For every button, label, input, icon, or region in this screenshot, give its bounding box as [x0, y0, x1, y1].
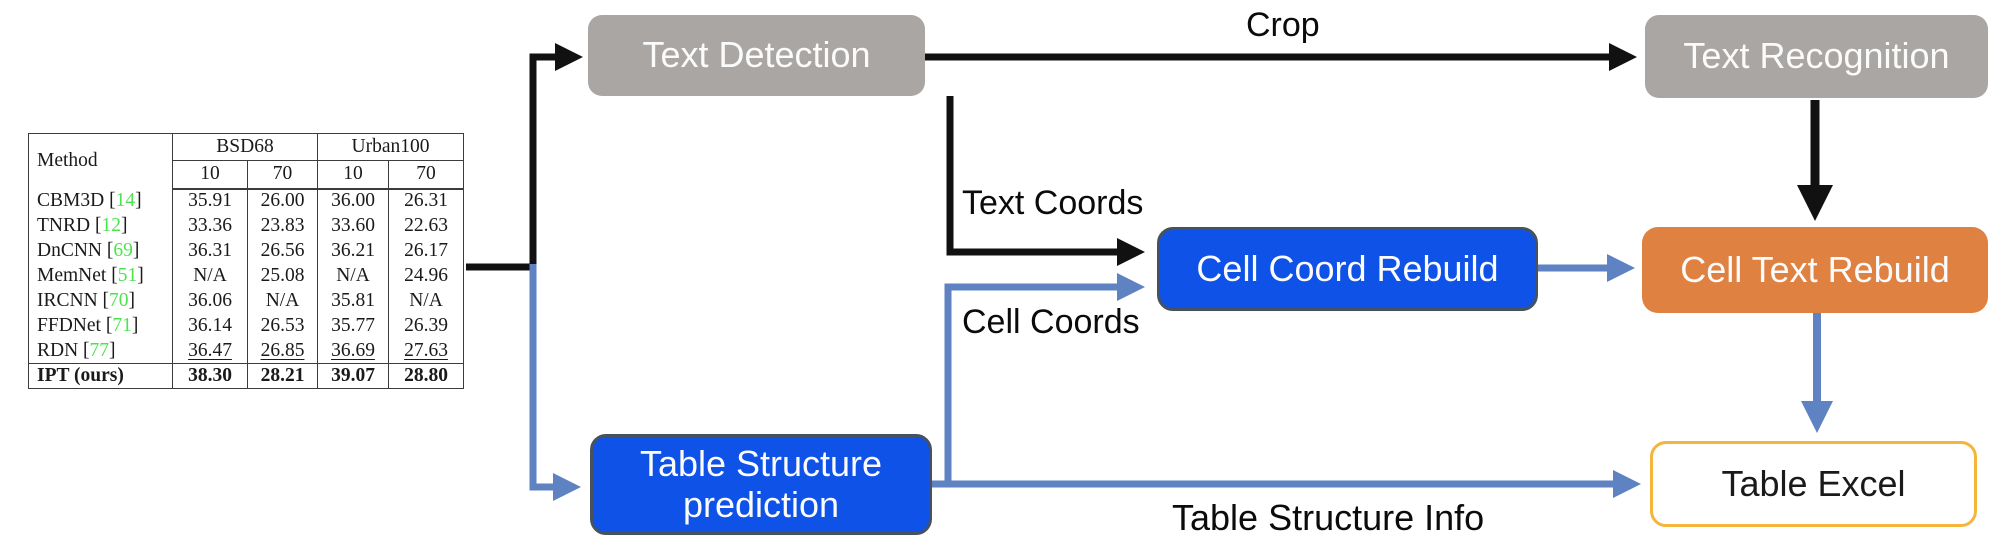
value-cell: N/A: [172, 263, 248, 289]
method-cell: MemNet [51]: [28, 263, 173, 289]
value-cell: 26.39: [388, 313, 464, 339]
value-cell: 36.31: [172, 238, 248, 264]
arrow-table-to-structure-prediction: [529, 264, 581, 501]
table-structure-prediction-box: Table Structure prediction: [590, 434, 932, 535]
value-cell: 33.36: [172, 213, 248, 239]
value-cell: 28.21: [247, 363, 318, 389]
value-cell: 36.00: [317, 188, 389, 214]
text-recognition-label: Text Recognition: [1683, 35, 1950, 77]
value-cell: 35.77: [317, 313, 389, 339]
method-cell: DnCNN [69]: [28, 238, 173, 264]
subheader-cell: 70: [247, 160, 318, 190]
cell-coord-rebuild-box: Cell Coord Rebuild: [1157, 227, 1538, 311]
table-header-row: Method BSD68 Urban100: [28, 133, 464, 189]
value-cell: 35.81: [317, 288, 389, 314]
arrow-text-coords: [946, 96, 1145, 266]
value-cell: 26.53: [247, 313, 318, 339]
cell-coord-rebuild-label: Cell Coord Rebuild: [1196, 247, 1499, 289]
value-cell: 22.63: [388, 213, 464, 239]
subheader-cell: 10: [317, 160, 389, 190]
value-cell: 26.56: [247, 238, 318, 264]
table-subheader-row: 10 70 10 70: [29, 160, 464, 190]
value-cell: 24.96: [388, 263, 464, 289]
subheader-cell: 10: [172, 160, 248, 190]
table-structure-info-edge-label: Table Structure Info: [1172, 497, 1485, 538]
citation-ref: 70: [109, 289, 129, 311]
value-cell: 39.07: [317, 363, 389, 389]
value-cell: 36.14: [172, 313, 248, 339]
method-cell: TNRD [12]: [28, 213, 173, 239]
subheader-cell: 70: [388, 160, 464, 190]
value-cell: 27.63: [388, 338, 464, 364]
results-table: Method BSD68 Urban100 10 70 10 70 CBM3D …: [28, 133, 464, 389]
citation-ref: 12: [101, 214, 121, 236]
value-cell: 23.83: [247, 213, 318, 239]
value-cell: 33.60: [317, 213, 389, 239]
value-cell: 36.06: [172, 288, 248, 314]
method-cell: RDN [77]: [28, 338, 173, 364]
citation-ref: 14: [115, 189, 136, 211]
value-cell: 26.85: [247, 338, 318, 364]
table-excel-box: Table Excel: [1650, 441, 1977, 527]
value-cell: 25.08: [247, 263, 318, 289]
value-cell: 38.30: [172, 363, 248, 389]
value-cell: N/A: [247, 288, 318, 314]
cell-coords-edge-label: Cell Coords: [962, 303, 1140, 341]
value-cell: N/A: [388, 288, 464, 314]
cell-text-rebuild-label: Cell Text Rebuild: [1680, 248, 1950, 290]
citation-ref: 77: [89, 339, 110, 361]
method-cell: IPT (ours): [28, 363, 173, 389]
value-cell: 35.91: [172, 188, 248, 214]
value-cell: 36.47: [172, 338, 248, 364]
value-cell: 26.17: [388, 238, 464, 264]
header-method: Method: [28, 133, 173, 189]
table-structure-prediction-label: Table Structure prediction: [639, 443, 883, 525]
text-recognition-box: Text Recognition: [1645, 15, 1988, 98]
method-cell: FFDNet [71]: [28, 313, 173, 339]
cell-text-rebuild-box: Cell Text Rebuild: [1642, 227, 1988, 313]
method-cell: CBM3D [14]: [28, 188, 173, 214]
value-cell: 28.80: [388, 363, 464, 389]
citation-ref: 51: [117, 264, 138, 286]
citation-ref: 71: [112, 314, 132, 336]
text-coords-edge-label: Text Coords: [962, 184, 1144, 222]
value-cell: 26.00: [247, 188, 318, 214]
text-detection-label: Text Detection: [642, 34, 871, 76]
text-detection-box: Text Detection: [588, 15, 925, 96]
arrow-table-to-text-detection: [466, 43, 583, 271]
crop-edge-label: Crop: [1246, 6, 1320, 44]
value-cell: 36.69: [317, 338, 389, 364]
arrow-cell-coords: [944, 273, 1145, 484]
value-cell: N/A: [317, 263, 389, 289]
value-cell: 26.31: [388, 188, 464, 214]
value-cell: 36.21: [317, 238, 389, 264]
method-cell: IRCNN [70]: [28, 288, 173, 314]
header-urban100: Urban100: [317, 133, 464, 161]
table-excel-label: Table Excel: [1721, 462, 1906, 504]
citation-ref: 69: [113, 239, 133, 261]
header-bsd68: BSD68: [172, 133, 318, 161]
input-table-image: Method BSD68 Urban100 10 70 10 70 CBM3D …: [28, 133, 464, 389]
